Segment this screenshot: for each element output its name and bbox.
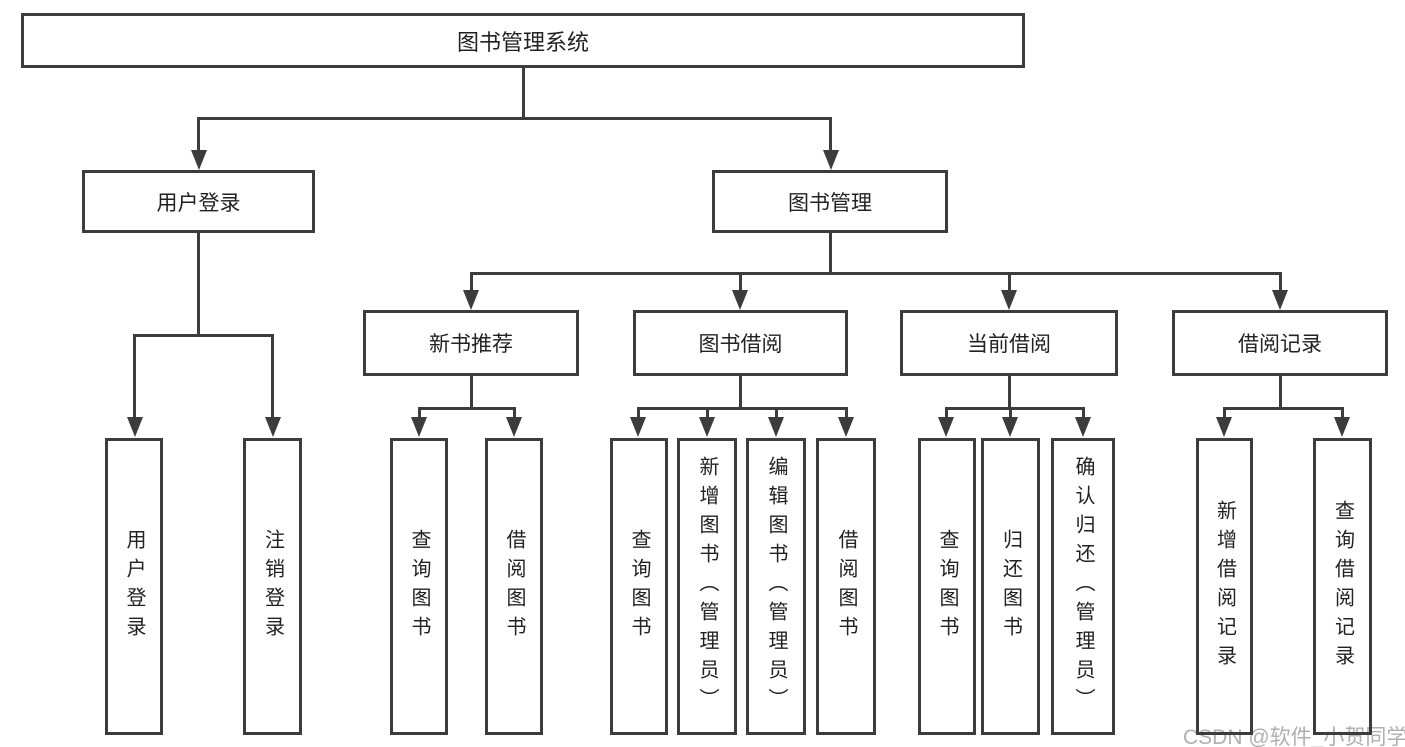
edge-line	[1008, 376, 1011, 410]
arrowhead-icon	[938, 417, 954, 437]
leaf-logout: 注销登录	[243, 438, 302, 735]
node-borrowing-records: 借阅记录	[1172, 310, 1388, 376]
edge-line	[1008, 272, 1011, 294]
edge-line	[739, 376, 742, 410]
leaf-user-login: 用户登录	[105, 438, 163, 735]
leaf-query-books-current: 查询图书	[918, 438, 976, 735]
node-current-borrowing: 当前借阅	[900, 310, 1118, 376]
node-label: 归还图书	[999, 528, 1022, 645]
arrowhead-icon	[768, 417, 784, 437]
arrowhead-icon	[1216, 417, 1232, 437]
node-label: 新增借阅记录	[1213, 499, 1236, 674]
node-book-management: 图书管理	[712, 170, 948, 233]
edge-line	[197, 233, 200, 337]
node-label: 新增图书（管理员）	[696, 456, 718, 717]
edge-line	[945, 407, 1084, 410]
node-library-system: 图书管理系统	[21, 13, 1025, 68]
node-label: 用户登录	[156, 191, 241, 215]
edge-line	[637, 407, 640, 420]
edge-line	[470, 376, 473, 410]
node-book-borrowing: 图书借阅	[633, 310, 848, 376]
edge-line	[418, 407, 516, 410]
edge-line	[775, 407, 778, 420]
arrowhead-icon	[838, 417, 854, 437]
arrowhead-icon	[699, 417, 715, 437]
edge-line	[1009, 407, 1012, 420]
node-label: 图书管理系统	[456, 29, 589, 55]
edge-line	[1082, 407, 1085, 420]
leaf-add-books-admin: 新增图书（管理员）	[677, 438, 737, 735]
edge-line	[829, 117, 832, 153]
edge-line	[271, 334, 274, 420]
edge-line	[845, 407, 848, 420]
node-user-login: 用户登录	[82, 170, 315, 233]
edge-line	[739, 272, 742, 294]
arrowhead-icon	[411, 417, 427, 437]
edge-line	[418, 407, 421, 420]
edge-line	[1223, 407, 1343, 410]
arrowhead-icon	[506, 417, 522, 437]
arrowhead-icon	[1075, 417, 1091, 437]
node-label: 编辑图书（管理员）	[765, 456, 787, 717]
arrowhead-icon	[630, 417, 646, 437]
edge-line	[522, 68, 525, 120]
leaf-query-books-recommend: 查询图书	[390, 438, 448, 735]
node-label: 借阅图书	[835, 528, 857, 645]
node-label: 图书借阅	[698, 333, 783, 356]
node-label: 确认归还（管理员）	[1072, 456, 1094, 717]
edge-line	[197, 117, 200, 153]
node-label: 查询图书	[628, 528, 650, 645]
edge-line	[133, 334, 274, 337]
edge-line	[1223, 407, 1226, 420]
arrowhead-icon	[1334, 417, 1350, 437]
edge-line	[829, 233, 832, 275]
node-label: 图书管理	[788, 191, 872, 215]
arrowhead-icon	[191, 150, 207, 170]
edge-line	[637, 407, 847, 410]
arrowhead-icon	[1001, 290, 1017, 310]
node-label: 查询图书	[408, 528, 430, 645]
node-label: 借阅图书	[503, 528, 525, 645]
node-label: 查询借阅记录	[1331, 499, 1354, 674]
edge-line	[945, 407, 948, 420]
arrowhead-icon	[732, 290, 748, 310]
arrowhead-icon	[265, 417, 281, 437]
arrowhead-icon	[1002, 417, 1018, 437]
node-label: 注销登录	[261, 528, 284, 645]
leaf-add-borrow-record: 新增借阅记录	[1196, 438, 1253, 735]
leaf-query-borrow-record: 查询借阅记录	[1313, 438, 1372, 735]
node-label: 查询图书	[936, 528, 958, 645]
leaf-query-books-borrowing: 查询图书	[610, 438, 668, 735]
edge-line	[513, 407, 516, 420]
arrowhead-icon	[1272, 290, 1288, 310]
node-new-book-recommend: 新书推荐	[363, 310, 579, 376]
arrowhead-icon	[823, 150, 839, 170]
edge-line	[1279, 272, 1282, 294]
edge-line	[197, 117, 832, 120]
leaf-confirm-return-admin: 确认归还（管理员）	[1051, 438, 1115, 735]
node-label: 用户登录	[123, 528, 145, 645]
edge-line	[470, 272, 1281, 275]
edge-line	[470, 272, 473, 294]
csdn-watermark: CSDN @软件_小贺同学	[1183, 726, 1405, 747]
leaf-borrow-books: 借阅图书	[816, 438, 876, 735]
leaf-edit-books-admin: 编辑图书（管理员）	[746, 438, 806, 735]
edge-line	[706, 407, 709, 420]
node-label: 借阅记录	[1238, 333, 1322, 356]
node-label: 当前借阅	[967, 333, 1051, 356]
arrowhead-icon	[127, 417, 143, 437]
edge-line	[133, 334, 136, 420]
leaf-borrow-books-recommend: 借阅图书	[485, 438, 543, 735]
edge-line	[1279, 376, 1282, 410]
edge-line	[1341, 407, 1344, 420]
leaf-return-books: 归还图书	[981, 438, 1040, 735]
node-label: 新书推荐	[429, 333, 513, 356]
arrowhead-icon	[463, 290, 479, 310]
